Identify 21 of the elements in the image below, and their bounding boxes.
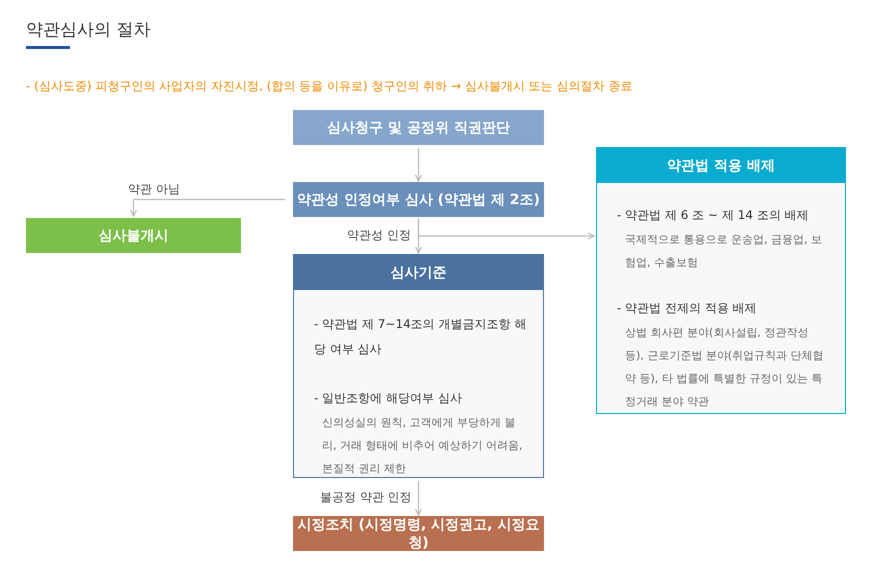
- info-panel: [293, 254, 544, 478]
- arrow: [414, 481, 422, 516]
- note-text: - (심사도중) 피청구인의 사업자의 자진시정, (합의 등을 이유로) 청구인의 취하 → 심사불개시 또는 심의절차 종료: [26, 78, 632, 95]
- bullet-text: - 약관법 제 6 조 ~ 제 14 조의 배제: [617, 207, 810, 224]
- arrow: [130, 198, 285, 217]
- process-box: 시정조치 (시정명령, 시정권고, 시정요청): [293, 516, 544, 551]
- arrow: [418, 218, 595, 240]
- detail-text: 신의성실의 원칙, 고객에게 부당하게 불리, 거래 형태에 비추어 예상하기 어려움, 본질적 권리 제한: [322, 415, 524, 477]
- process-box: 약관성 인정여부 심사 (약관법 제 2조): [293, 182, 544, 217]
- bullet-text: - 약관법 제 7~14조의 개별금지조항 해당 여부 심사: [314, 316, 527, 358]
- page-title: 약관심사의 절차: [26, 19, 150, 41]
- bullet-text: - 약관법 전제의 적용 배제: [617, 300, 758, 317]
- bullet-text: - 일반조항에 해당여부 심사: [314, 390, 463, 407]
- info-panel: [596, 147, 846, 414]
- arrow: [414, 148, 422, 182]
- panel-header: 심사기준: [294, 255, 543, 290]
- detail-text: 국제적으로 통용으로 운송업, 금융업, 보험업, 수출보험: [625, 232, 823, 271]
- process-box: 심사청구 및 공정위 직권판단: [293, 110, 544, 145]
- detail-text: 상법 회사편 분야(회사설립, 정관작성 등), 근로기준법 분야(취업규칙과 단체협약 등), 타 법률에 특별한 규정이 있는 특정거래 분야 약관: [625, 325, 825, 410]
- panel-header: 약관법 적용 배제: [597, 148, 845, 183]
- process-box: 심사불개시: [26, 218, 241, 253]
